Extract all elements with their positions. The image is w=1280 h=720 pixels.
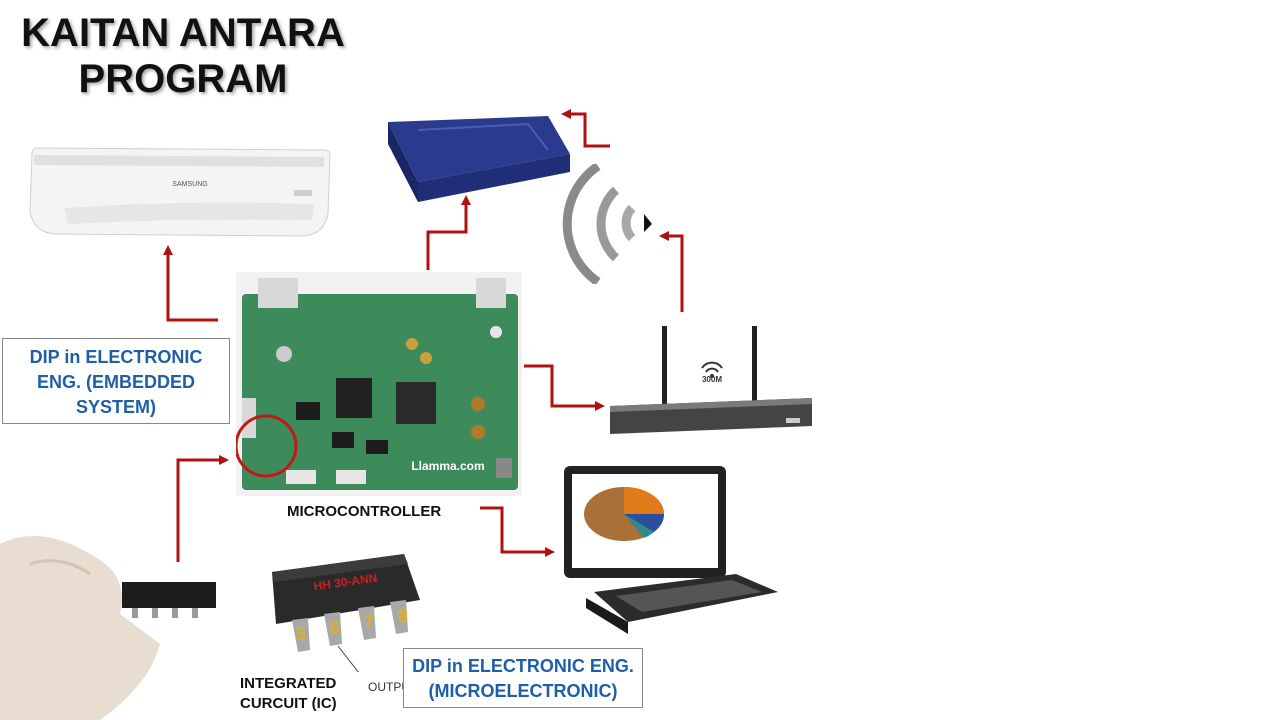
embedded-system-box: DIP in ELECTRONIC ENG. (EMBEDDED SYSTEM) — [2, 338, 230, 424]
microcontroller-board-image: Llamma.com — [234, 272, 522, 496]
laptop-image — [564, 466, 778, 634]
title-line-2: PROGRAM — [78, 57, 288, 101]
ic-label-line-1: INTEGRATED — [240, 675, 337, 692]
arrow-to-laptop — [480, 506, 555, 557]
microelectronic-box: DIP in ELECTRONIC ENG. (MICROELECTRONIC) — [403, 648, 643, 708]
arrow-to-aircon — [163, 245, 218, 322]
pin-8-label: 8 — [398, 606, 408, 626]
micro-box-line-2: (MICROELECTRONIC) — [428, 681, 618, 701]
arrow-to-router — [524, 364, 605, 411]
embedded-box-line-2: ENG. (EMBEDDED — [36, 372, 195, 392]
circuit-board-graphic: Llamma.com — [234, 278, 518, 490]
pin-7-label: 7 — [364, 612, 374, 632]
router-speed-label: 300M — [702, 375, 722, 384]
board-watermark: Llamma.com — [411, 459, 484, 473]
ic-label-line-2: CURCUIT (IC) — [240, 695, 337, 712]
pin-5-label: 5 — [296, 624, 306, 644]
arrow-chip-to-board — [176, 455, 229, 562]
pin-6-label: 6 — [330, 618, 340, 638]
arrow-router-to-wifi — [659, 231, 684, 312]
aircon-brand-label: SAMSUNG — [172, 181, 207, 188]
router-image: 300M — [610, 326, 812, 434]
wifi-signal-icon — [562, 164, 652, 284]
embedded-box-line-3: SYSTEM) — [75, 397, 156, 417]
title-line-1: KAITAN ANTARA — [21, 11, 345, 55]
air-conditioner-image: SAMSUNG — [29, 147, 331, 237]
page-title: KAITAN ANTARA PROGRAM — [8, 10, 358, 102]
ic-label: INTEGRATED CURCUIT (IC) — [240, 674, 337, 714]
hand-holding-chip-image — [0, 536, 216, 720]
embedded-box-line-1: DIP in ELECTRONIC — [29, 347, 203, 367]
modem-device-image — [388, 116, 570, 202]
integrated-circuit-image: HH 30-ANN 5 6 7 8 — [272, 554, 420, 672]
arrow-to-modem — [426, 195, 471, 270]
micro-box-line-1: DIP in ELECTRONIC ENG. — [412, 656, 634, 676]
arrow-from-wifi-to-modem — [561, 109, 610, 148]
microcontroller-label: MICROCONTROLLER — [287, 503, 442, 520]
